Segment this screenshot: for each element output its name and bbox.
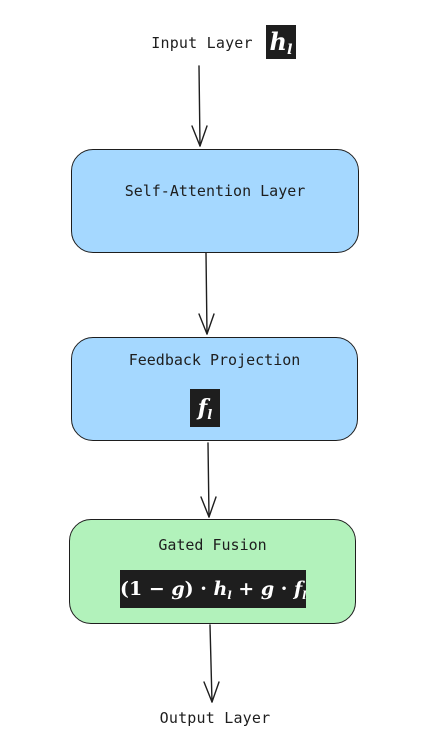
input-layer-label: Input Layer	[151, 34, 253, 52]
gated-fusion-formula: (1 − g) · hl + g · fl	[120, 570, 306, 608]
output-layer-label: Output Layer	[159, 709, 271, 727]
feedback-projection-title: Feedback Projection	[128, 351, 301, 369]
feedback-symbol-f-l: fl	[190, 389, 220, 427]
arrow-self-attention-to-feedback	[198, 252, 215, 335]
input-symbol-h-l: hl	[266, 25, 296, 59]
self-attention-node: Self-Attention Layer	[71, 149, 359, 253]
arrow-gated-fusion-to-output	[203, 624, 220, 703]
arrow-input-to-self-attention	[191, 65, 208, 147]
arrow-feedback-to-gated-fusion	[200, 442, 217, 518]
gated-fusion-title: Gated Fusion	[158, 536, 267, 554]
self-attention-title: Self-Attention Layer	[124, 182, 306, 200]
